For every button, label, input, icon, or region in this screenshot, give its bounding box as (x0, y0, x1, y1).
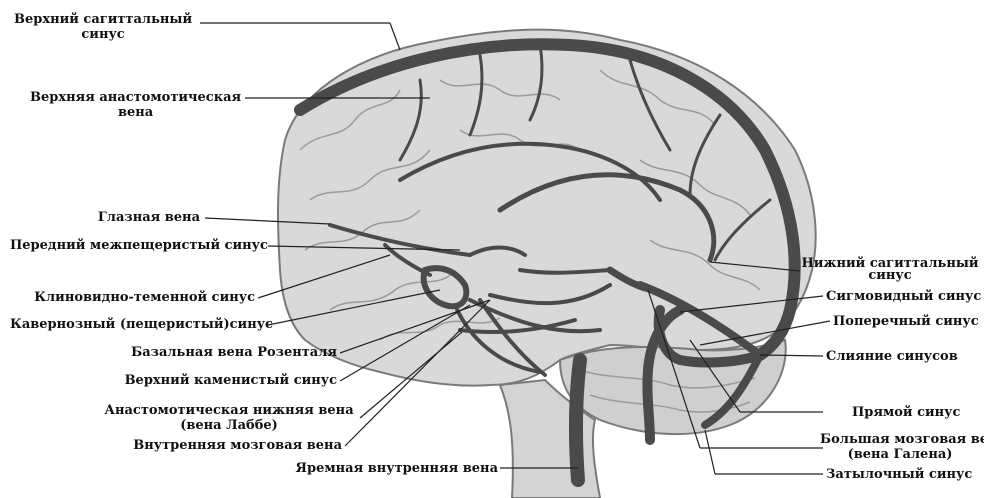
label-occipital-sinus: Затылочный синус (826, 467, 972, 482)
label-basal-vein-rosenthal: Базальная вена Розенталя (100, 345, 337, 360)
label-inferior-sagittal-sinus: Нижний сагиттальный синус (800, 258, 980, 282)
label-cavernous-sinus: Кавернозный (пещеристый)синус (10, 317, 265, 332)
label-superior-sagittal-sinus: Верхний сагиттальный синус (14, 12, 192, 42)
label-internal-jugular-vein: Яремная внутренняя вена (260, 461, 498, 476)
label-superior-petrosal-sinus: Верхний каменистый синус (110, 373, 337, 388)
label-line: Сигмовидный синус (826, 289, 981, 304)
label-line: синус (14, 27, 192, 42)
label-line: Верхний каменистый синус (110, 373, 337, 388)
label-line: (вена Галена) (820, 447, 980, 462)
label-line: Анастомотическая нижняя вена (100, 403, 358, 418)
label-line: Верхний сагиттальный (14, 12, 192, 27)
label-line: Прямой синус (852, 405, 960, 420)
label-ophthalmic-vein: Глазная вена (70, 210, 200, 225)
label-line: Большая мозговая вена (820, 432, 980, 447)
label-straight-sinus: Прямой синус (852, 405, 960, 420)
label-line: (вена Лаббе) (100, 418, 358, 433)
label-line: Базальная вена Розенталя (100, 345, 337, 360)
label-line: Клиновидно-теменной синус (10, 290, 255, 305)
label-line: Поперечный синус (833, 314, 979, 329)
label-line: Кавернозный (пещеристый)синус (10, 317, 265, 332)
label-line: Передний межпещеристый синус (10, 238, 265, 253)
label-line: Глазная вена (70, 210, 200, 225)
label-superior-anastomotic-vein: Верхняя анастомотическая вена (30, 90, 241, 120)
label-line: синус (800, 270, 980, 282)
label-sphenoparietal-sinus: Клиновидно-теменной синус (10, 290, 255, 305)
label-inferior-anastomotic-vein: Анастомотическая нижняя вена (вена Лаббе… (100, 403, 358, 433)
label-line: Верхняя анастомотическая (30, 90, 241, 105)
label-sigmoid-sinus: Сигмовидный синус (826, 289, 981, 304)
label-line: Внутренняя мозговая вена (100, 438, 342, 453)
label-line: Затылочный синус (826, 467, 972, 482)
label-line: Яремная внутренняя вена (260, 461, 498, 476)
label-anterior-intercavernous-sinus: Передний межпещеристый синус (10, 238, 265, 253)
label-confluence-of-sinuses: Слияние синусов (826, 349, 958, 364)
label-transverse-sinus: Поперечный синус (833, 314, 979, 329)
label-internal-cerebral-vein: Внутренняя мозговая вена (100, 438, 342, 453)
label-line: вена (30, 105, 241, 120)
internal-jugular-vessel (576, 360, 580, 480)
label-line: Слияние синусов (826, 349, 958, 364)
label-great-cerebral-vein: Большая мозговая вена (вена Галена) (820, 432, 980, 462)
